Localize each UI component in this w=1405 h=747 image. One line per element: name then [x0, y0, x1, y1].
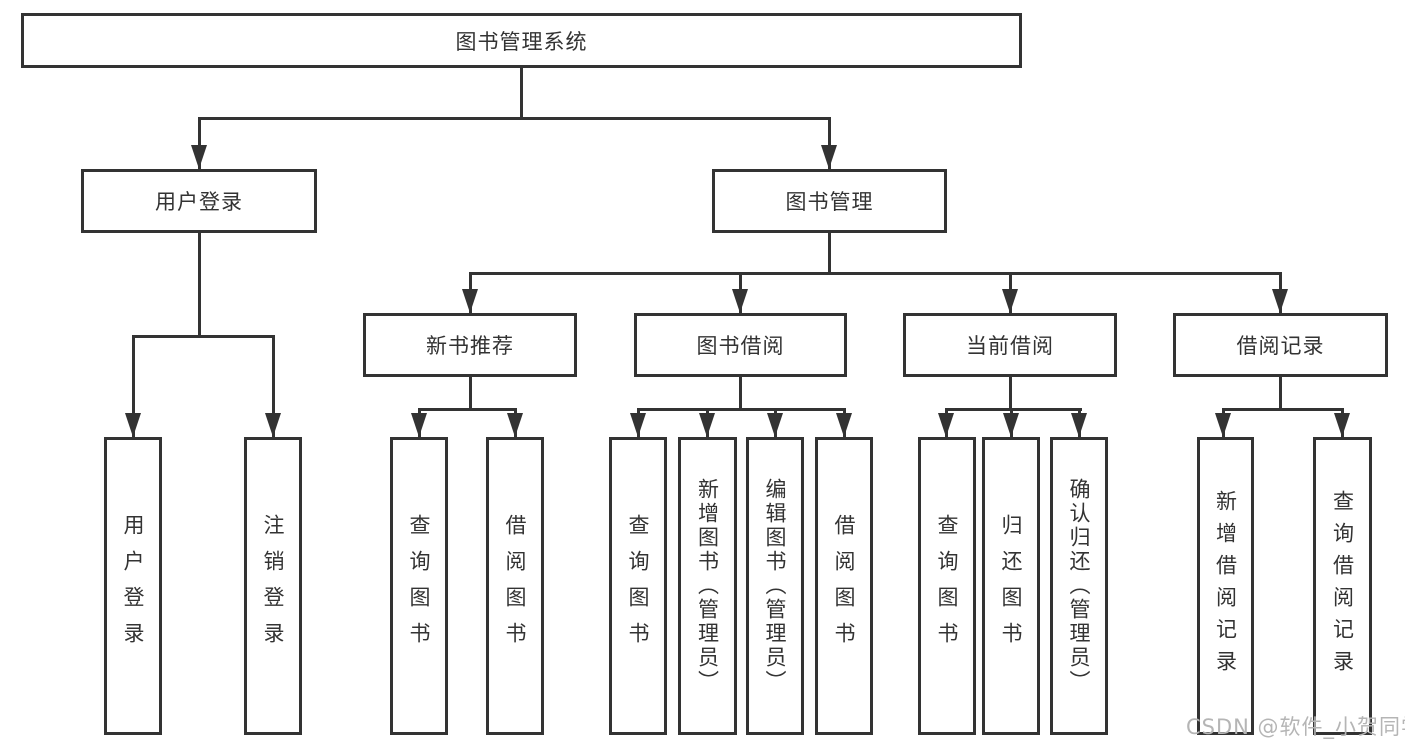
connector-user-login-stem [198, 233, 201, 335]
arrowhead-leaf-user-login [125, 413, 141, 437]
leaf-borrow-borrow-book: 借阅图书 [815, 437, 873, 735]
connector-records-stem [1279, 377, 1282, 408]
arrowhead-current-confirm [1071, 413, 1087, 437]
connector-root-branch [198, 117, 831, 120]
node-current-borrow: 当前借阅 [903, 313, 1117, 377]
arrowhead-current-borrow [1002, 289, 1018, 313]
leaf-records-query-record: 查询借阅记录 [1313, 437, 1372, 735]
connector-drop-user-login [198, 117, 201, 169]
connector-borrow-stem [739, 377, 742, 408]
node-user-login: 用户登录 [81, 169, 317, 233]
connector-borrow-branch [637, 408, 846, 411]
leaf-records-add-record: 新增借阅记录 [1197, 437, 1254, 735]
leaf-current-query-book: 查询图书 [918, 437, 976, 735]
leaf-user-login: 用户登录 [104, 437, 162, 735]
leaf-current-return-book: 归还图书 [982, 437, 1040, 735]
leaf-recommend-query-book: 查询图书 [390, 437, 448, 735]
connector-user-login-branch [132, 335, 275, 338]
connector-drop-book-management [828, 117, 831, 169]
arrowhead-user-login [191, 145, 207, 169]
arrowhead-leaf-logout [265, 413, 281, 437]
node-new-book-recommend: 新书推荐 [363, 313, 577, 377]
connector-book-management-branch [469, 272, 1282, 275]
leaf-recommend-borrow-book: 借阅图书 [486, 437, 544, 735]
arrowhead-borrow-borrow [836, 413, 852, 437]
node-book-borrow: 图书借阅 [634, 313, 847, 377]
arrowhead-new-book-recommend [462, 289, 478, 313]
arrowhead-records-query [1334, 413, 1350, 437]
watermark: CSDN @软件_小贺同学 [1186, 715, 1405, 739]
connector-drop-leaf-logout [272, 335, 275, 437]
arrowhead-current-query [938, 413, 954, 437]
arrowhead-records-add [1215, 413, 1231, 437]
arrowhead-borrow-add [699, 413, 715, 437]
node-book-management: 图书管理 [712, 169, 947, 233]
connector-current-stem [1009, 377, 1012, 408]
leaf-logout: 注销登录 [244, 437, 302, 735]
arrowhead-borrow-edit [767, 413, 783, 437]
connector-recommend-branch [418, 408, 517, 411]
leaf-borrow-query-book: 查询图书 [609, 437, 667, 735]
connector-book-management-stem [828, 233, 831, 272]
leaf-borrow-edit-book-admin: 编辑图书（管理员） [746, 437, 804, 735]
arrowhead-recommend-borrow [507, 413, 523, 437]
arrowhead-book-management [821, 145, 837, 169]
leaf-current-confirm-return-admin: 确认归还（管理员） [1050, 437, 1108, 735]
connector-root-stem [520, 68, 523, 117]
connector-recommend-stem [469, 377, 472, 408]
arrowhead-recommend-query [411, 413, 427, 437]
arrowhead-borrow-query [630, 413, 646, 437]
connector-drop-leaf-user-login [132, 335, 135, 437]
arrowhead-borrow-records [1272, 289, 1288, 313]
connector-current-branch [945, 408, 1082, 411]
node-root: 图书管理系统 [21, 13, 1022, 68]
arrowhead-current-return [1003, 413, 1019, 437]
node-borrow-records: 借阅记录 [1173, 313, 1388, 377]
arrowhead-book-borrow [732, 289, 748, 313]
leaf-borrow-add-book-admin: 新增图书（管理员） [678, 437, 737, 735]
connector-records-branch [1222, 408, 1343, 411]
